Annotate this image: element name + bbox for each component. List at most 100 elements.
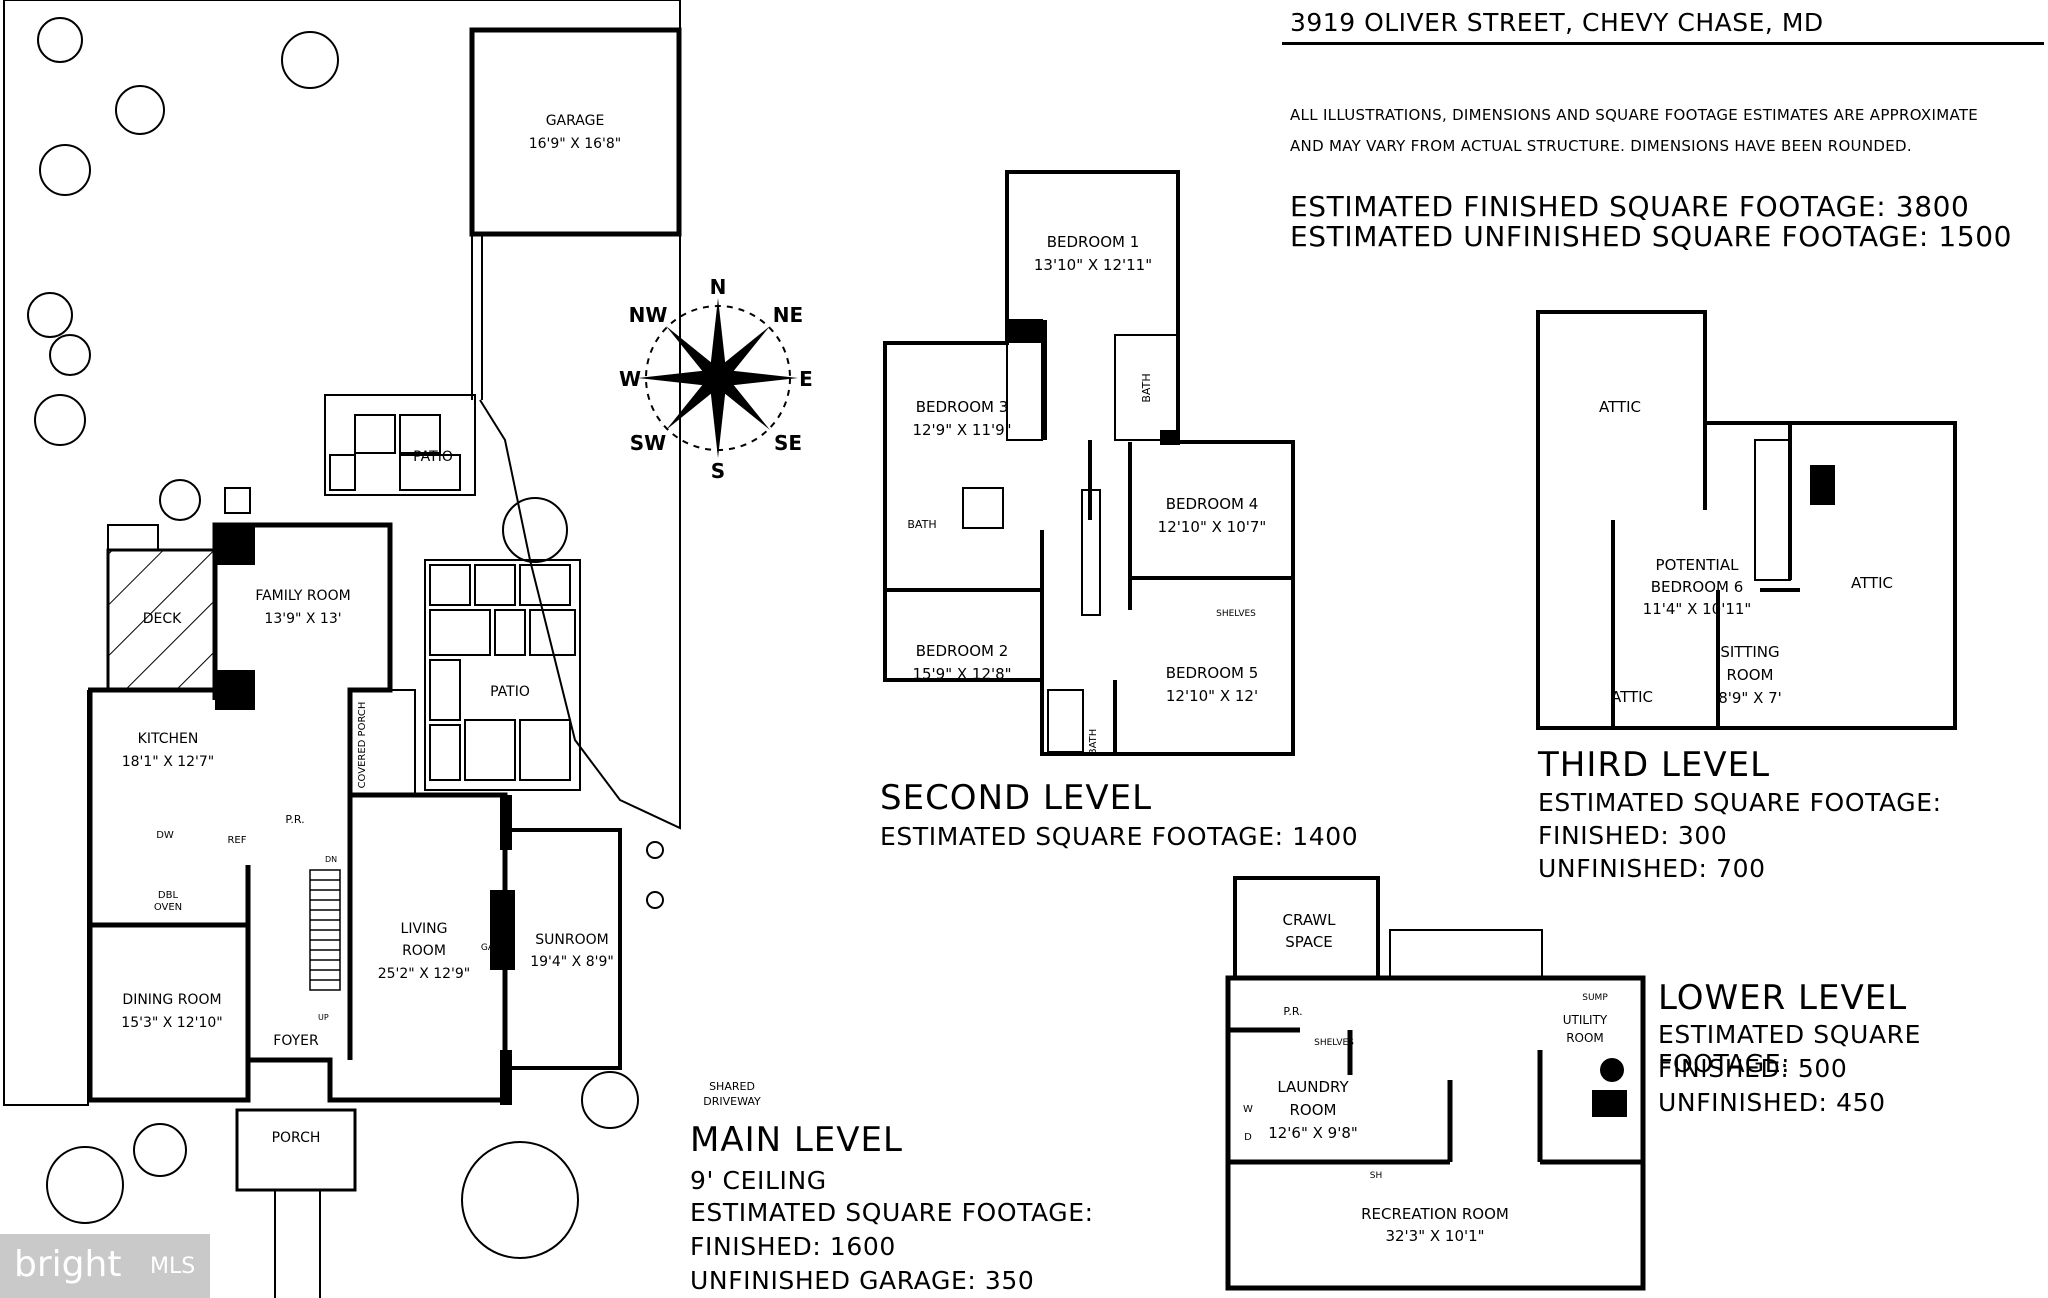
disclaimer-line-2: AND MAY VARY FROM ACTUAL STRUCTURE. DIME… [1290, 137, 1912, 155]
main-level-finished: FINISHED: 1600 [690, 1232, 896, 1261]
attic-upper-left-label: ATTIC [1599, 398, 1641, 416]
second-level-est: ESTIMATED SQUARE FOOTAGE: 1400 [880, 822, 1359, 851]
laundry-room-label-2: ROOM [1290, 1101, 1337, 1119]
compass-se-label: SE [774, 431, 802, 455]
deck-label: DECK [143, 611, 182, 627]
patio-lower-label: PATIO [490, 684, 530, 700]
compass-n-label: N [710, 275, 727, 299]
gas-fireplace-label: GAS FP [481, 943, 514, 953]
disclaimer-line-1: ALL ILLUSTRATIONS, DIMENSIONS AND SQUARE… [1290, 106, 1979, 124]
attic-lower-left-label: ATTIC [1611, 688, 1653, 706]
main-level-plan [3, 0, 682, 1298]
dining-room-label: DINING ROOM [122, 992, 221, 1008]
main-stair-up-label: UP [318, 1013, 329, 1022]
shared-driveway-label-2: DRIVEWAY [703, 1095, 761, 1108]
lower-powder-room-label: P.R. [1283, 1005, 1302, 1018]
compass-rose: N NE E SE S SW W NW [619, 275, 813, 483]
main-level-garage: UNFINISHED GARAGE: 350 [690, 1266, 1035, 1295]
bedroom3-dim: 12'9" X 11'9" [912, 421, 1011, 439]
garage-label: GARAGE [546, 113, 605, 129]
bedroom6-label-2: BEDROOM 6 [1651, 578, 1744, 596]
laundry-room-label-1: LAUNDRY [1277, 1078, 1349, 1096]
family-room-dim: 13'9" X 13' [264, 611, 341, 627]
bedroom1-label: BEDROOM 1 [1047, 233, 1140, 251]
lower-level-title: LOWER LEVEL [1658, 978, 1908, 1018]
lower-level-unfinished: UNFINISHED: 450 [1658, 1088, 1886, 1117]
sitting-room-label-1: SITTING [1720, 643, 1779, 661]
garage-dim: 16'9" X 16'8" [529, 136, 622, 152]
attic-right-label: ATTIC [1851, 574, 1893, 592]
main-level-labels: GARAGE 16'9" X 16'8" PATIO PATIO FAMILY … [121, 113, 761, 1146]
watermark-suffix: MLS [150, 1254, 196, 1279]
second-level-plan [883, 170, 1295, 756]
compass-ne-label: NE [773, 303, 803, 327]
main-level-ceiling: 9' CEILING [690, 1166, 827, 1195]
sh-label: SH [1370, 1171, 1382, 1181]
third-level-finished: FINISHED: 300 [1538, 821, 1728, 850]
shelves-label: SHELVES [1216, 609, 1256, 619]
sitting-room-label-2: ROOM [1727, 666, 1774, 684]
finished-sqft-total: ESTIMATED FINISHED SQUARE FOOTAGE: 3800 [1290, 190, 1970, 223]
main-level-title: MAIN LEVEL [690, 1120, 903, 1160]
crawl-space-label-2: SPACE [1285, 933, 1333, 951]
lower-level-plan [1225, 876, 1646, 1291]
living-room-label-2: ROOM [402, 943, 446, 959]
bedroom3-label: BEDROOM 3 [916, 398, 1009, 416]
second-level-labels: BEDROOM 1 13'10" X 12'11" BEDROOM 3 12'9… [907, 233, 1266, 755]
sunroom-label: SUNROOM [535, 932, 608, 948]
compass-e-label: E [799, 367, 813, 391]
recreation-room-label: RECREATION ROOM [1361, 1205, 1509, 1223]
sump-label: SUMP [1582, 993, 1608, 1003]
patio-upper-label: PATIO [413, 449, 453, 465]
patio-stones [324, 394, 581, 791]
bath-hall-label: BATH [907, 518, 936, 531]
living-room-dim: 25'2" X 12'9" [378, 966, 471, 982]
washer-label: W [1243, 1104, 1253, 1115]
laundry-room-dim: 12'6" X 9'8" [1268, 1124, 1358, 1142]
family-room-label: FAMILY ROOM [255, 588, 350, 604]
bedroom2-label: BEDROOM 2 [916, 642, 1009, 660]
utility-room-label-2: ROOM [1566, 1031, 1604, 1045]
bedroom5-dim: 12'10" X 12' [1166, 687, 1258, 705]
compass-w-label: W [619, 367, 641, 391]
sitting-room-dim: 8'9" X 7' [1718, 689, 1782, 707]
dishwasher-label: DW [156, 830, 174, 841]
foyer-label: FOYER [273, 1033, 319, 1049]
bath-master-label: BATH [1140, 373, 1153, 402]
dining-room-dim: 15'3" X 12'10" [121, 1015, 222, 1031]
living-room-label-1: LIVING [401, 921, 448, 937]
porch-label: PORCH [272, 1130, 321, 1146]
kitchen-label: KITCHEN [138, 731, 199, 747]
front-porch-outline [235, 1108, 357, 1192]
compass-sw-label: SW [630, 431, 666, 455]
oven-label-1: DBL [158, 890, 179, 901]
lower-level-finished: FINISHED: 500 [1658, 1054, 1848, 1083]
unfinished-sqft-total: ESTIMATED UNFINISHED SQUARE FOOTAGE: 150… [1290, 220, 2013, 253]
sunroom-dim: 19'4" X 8'9" [530, 954, 614, 970]
powder-room-label: P.R. [285, 813, 304, 826]
lower-level-est: ESTIMATED SQUARE FOOTAGE: [1658, 1020, 1922, 1078]
lower-shelves-label: SHELVES [1314, 1038, 1354, 1048]
third-level-est: ESTIMATED SQUARE FOOTAGE: [1538, 788, 1942, 817]
shared-driveway-label-1: SHARED [709, 1080, 755, 1093]
main-stair-dn-label: DN [325, 855, 337, 864]
third-level-labels: ATTIC ATTIC ATTIC POTENTIAL BEDROOM 6 11… [1599, 398, 1893, 707]
bath-lower-label: BATH [1088, 729, 1099, 756]
third-level-plan [1536, 310, 1957, 730]
third-level-outline [1536, 310, 1957, 730]
bright-mls-watermark: bright MLS [0, 1234, 210, 1298]
compass-s-label: S [711, 459, 725, 483]
bedroom4-label: BEDROOM 4 [1166, 495, 1259, 513]
third-level-title: THIRD LEVEL [1538, 745, 1771, 785]
bedroom5-label: BEDROOM 5 [1166, 664, 1259, 682]
oven-label-2: OVEN [154, 902, 182, 913]
recreation-room-dim: 32'3" X 10'1" [1385, 1227, 1484, 1245]
dryer-label: D [1244, 1132, 1252, 1143]
second-level-title: SECOND LEVEL [880, 778, 1153, 818]
third-level-unfinished: UNFINISHED: 700 [1538, 854, 1766, 883]
bedroom2-dim: 15'9" X 12'8" [912, 665, 1011, 683]
landscape-trees [27, 17, 664, 1259]
crawl-space-label-1: CRAWL [1283, 911, 1337, 929]
main-level-est: ESTIMATED SQUARE FOOTAGE: [690, 1198, 1094, 1227]
